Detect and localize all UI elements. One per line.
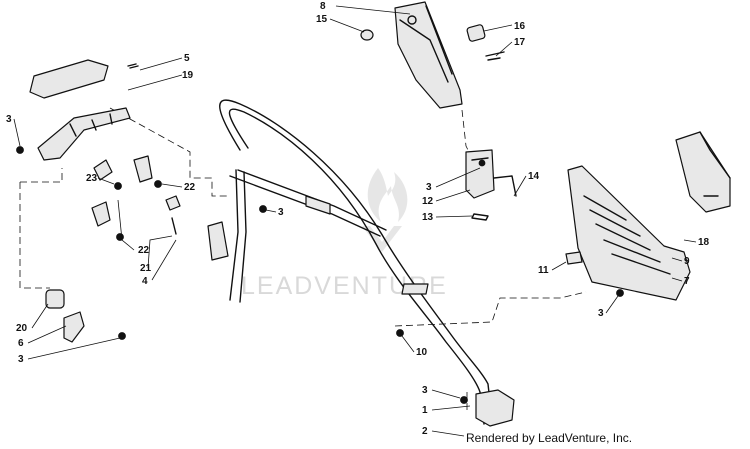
- callout-23: 23: [86, 173, 98, 184]
- callout-8: 8: [320, 1, 326, 12]
- rear-bracket-plate: [16, 59, 181, 241]
- callout-7: 7: [684, 276, 690, 287]
- callout-10: 10: [416, 347, 428, 358]
- callout-labels: 8 15 16 17 5 19 3 23 22 22 21 4 3 14 3 1…: [6, 1, 710, 437]
- right-vented-panel: [565, 165, 691, 301]
- callout-22-lower: 22: [138, 245, 150, 256]
- callout-3-left: 3: [6, 114, 12, 125]
- reflector-block: [675, 131, 731, 213]
- callout-13: 13: [422, 212, 434, 223]
- leader-lines: [13, 5, 697, 437]
- callout-11: 11: [538, 265, 549, 276]
- callout-3-center: 3: [426, 182, 432, 193]
- assembly-dashed-lines: [19, 107, 587, 414]
- rendered-by-credit: Rendered by LeadVenture, Inc.: [466, 431, 632, 445]
- callout-16: 16: [514, 21, 526, 32]
- callout-5: 5: [184, 53, 190, 64]
- callout-4: 4: [142, 276, 148, 287]
- callout-22-upper: 22: [184, 182, 196, 193]
- callout-9: 9: [684, 256, 690, 267]
- callout-17: 17: [514, 37, 526, 48]
- callout-14: 14: [528, 171, 540, 182]
- callout-19: 19: [182, 70, 194, 81]
- lower-left-bracket: [45, 289, 126, 343]
- callout-1: 1: [422, 405, 428, 416]
- callout-18: 18: [698, 237, 710, 248]
- callout-12: 12: [422, 196, 434, 207]
- callout-6: 6: [18, 338, 24, 349]
- callout-3-frame: 3: [278, 207, 284, 218]
- callout-21: 21: [140, 263, 152, 274]
- callout-3-bottom-left: 3: [18, 354, 24, 365]
- callout-3-right: 3: [598, 308, 604, 319]
- center-mounting-bracket: [465, 149, 517, 221]
- upper-side-panel: [360, 1, 505, 109]
- main-tubular-frame: [207, 99, 515, 427]
- callout-3-bottom: 3: [422, 385, 428, 396]
- callout-20: 20: [16, 323, 28, 334]
- callout-15: 15: [316, 14, 328, 25]
- callout-2: 2: [422, 426, 428, 437]
